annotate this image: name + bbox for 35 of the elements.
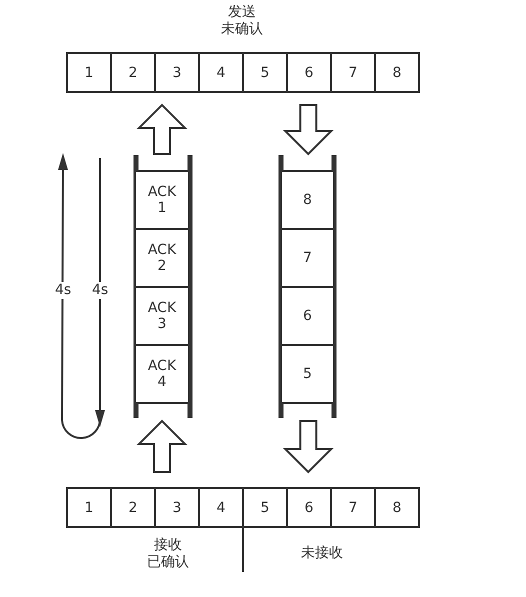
packet-cell: 3 — [154, 52, 200, 93]
packet-cell: 8 — [374, 52, 420, 93]
hollow-arrow — [282, 420, 334, 474]
packet-cell: 6 — [286, 487, 332, 528]
packet-cell: 2 — [110, 52, 156, 93]
ack-cell: ACK 4 — [136, 344, 188, 404]
packet-cell: 5 — [242, 52, 288, 93]
packet-cell: 6 — [286, 52, 332, 93]
state-label: 未确认 — [221, 21, 263, 38]
packet-cell: 8 — [282, 170, 333, 230]
packet-cell: 4 — [198, 487, 244, 528]
state-label: 未接收 — [301, 545, 343, 562]
packet-cell: 3 — [154, 487, 200, 528]
packet-cell: 1 — [66, 487, 112, 528]
packet-cell: 1 — [66, 52, 112, 93]
packet-cell: 7 — [282, 228, 333, 288]
packet-cell: 7 — [330, 487, 376, 528]
packet-cell: 2 — [110, 487, 156, 528]
hollow-arrow — [282, 104, 334, 156]
state-label: 接收 — [154, 537, 182, 554]
ack-cell: ACK 2 — [136, 228, 188, 288]
hollow-arrow — [136, 420, 188, 473]
ack-cell: ACK 3 — [136, 286, 188, 346]
state-label: 发送 — [228, 4, 256, 21]
packet-cell: 5 — [242, 487, 288, 528]
duration-label: 4s — [55, 282, 72, 299]
hollow-arrow — [136, 104, 188, 155]
duration-label: 4s — [92, 282, 108, 299]
packet-cell: 5 — [282, 344, 333, 404]
ack-cell: ACK 1 — [136, 170, 188, 230]
packet-cell: 7 — [330, 52, 376, 93]
packet-cell: 4 — [198, 52, 244, 93]
packet-cell: 6 — [282, 286, 333, 346]
state-label: 已确认 — [147, 554, 189, 571]
packet-cell: 8 — [374, 487, 420, 528]
